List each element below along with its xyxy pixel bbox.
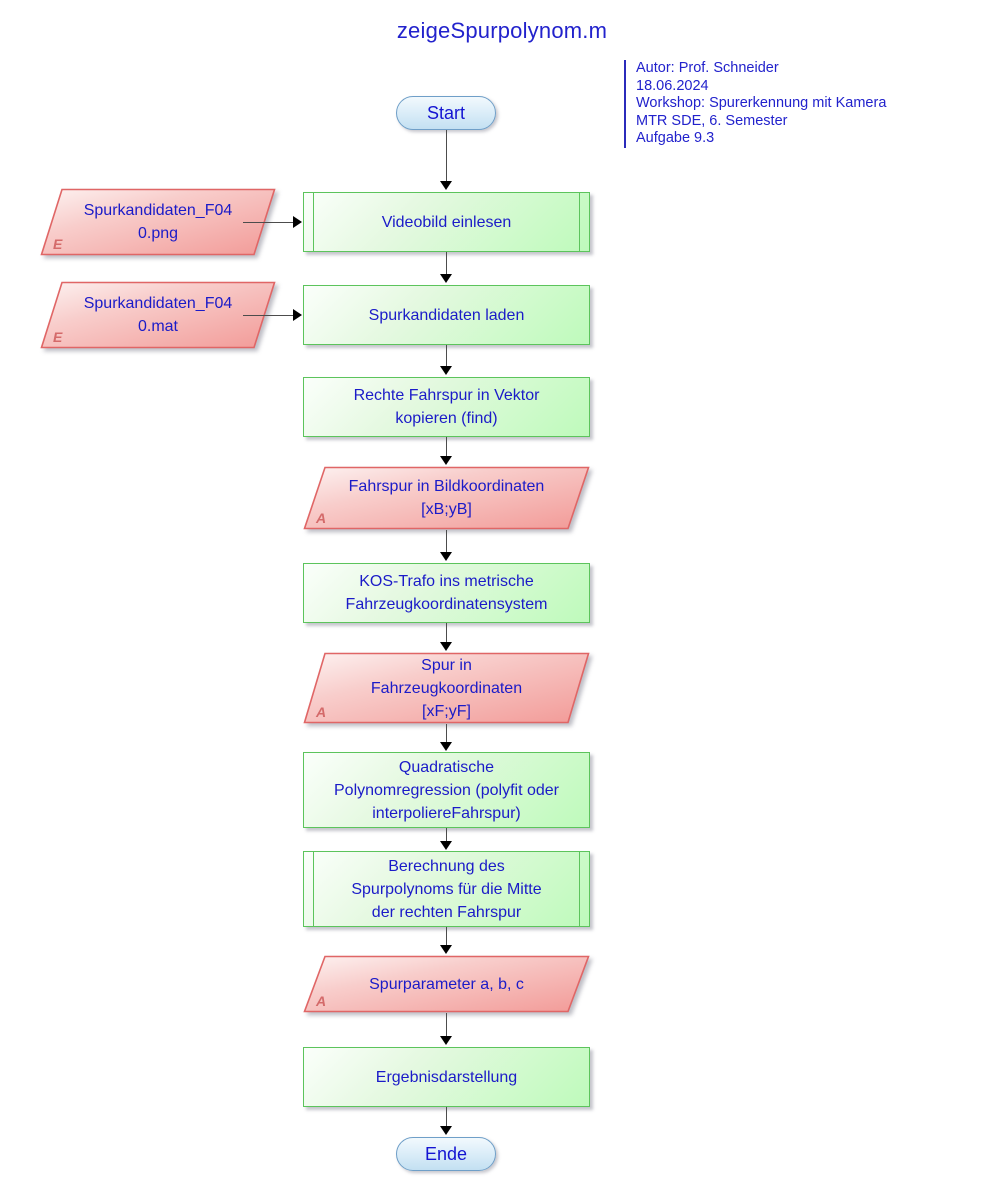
node-fahrspur-bildkoordinaten-label: Fahrspur in Bildkoordinaten [xB;yB] xyxy=(303,466,590,530)
node-polynomregression-line-2: Polynomregression (polyfit oder xyxy=(334,781,559,799)
page-title: zeigeSpurpolynom.m xyxy=(396,18,608,43)
arrow-videobild-to-laden xyxy=(440,274,452,283)
connector-laden-to-rechte xyxy=(446,345,447,369)
arrow-bildkoord-to-kos xyxy=(440,552,452,561)
node-fahrspur-bildkoordinaten[interactable]: Fahrspur in Bildkoordinaten [xB;yB] A xyxy=(303,466,590,530)
node-input-png[interactable]: Spurkandidaten_F04 0.png E xyxy=(40,188,276,256)
node-polynomregression-label: Quadratische Polynomregression (polyfit … xyxy=(334,756,559,825)
node-ende[interactable]: Ende xyxy=(396,1137,496,1171)
node-rechte-fahrspur-line-1: Rechte Fahrspur in Vektor xyxy=(353,387,540,404)
arrow-start-to-videobild xyxy=(440,181,452,190)
arrow-fahrzeugkoord-to-polyreg xyxy=(440,742,452,751)
node-berechnung-spurpolynom-line-2: Spurpolynoms für die Mitte xyxy=(351,880,542,898)
node-fahrspur-bildkoordinaten-marker: A xyxy=(316,510,327,526)
node-ergebnisdarstellung-label: Ergebnisdarstellung xyxy=(375,1068,518,1086)
node-spur-fahrzeugkoordinaten-label: Spur in Fahrzeugkoordinaten [xF;yF] xyxy=(303,652,590,724)
parallelogram-shape xyxy=(40,188,276,256)
arrow-polyreg-to-berechnung xyxy=(440,841,452,850)
node-input-png-label: Spurkandidaten_F04 0.png xyxy=(40,188,276,256)
annotation-note: Autor: Prof. Schneider 18.06.2024 Worksh… xyxy=(624,60,886,148)
arrow-berechnung-to-spurparameter xyxy=(440,945,452,954)
node-input-png-line-2: 0.png xyxy=(137,225,179,242)
node-rechte-fahrspur[interactable]: Rechte Fahrspur in Vektor kopieren (find… xyxy=(303,377,590,437)
node-ergebnisdarstellung[interactable]: Ergebnisdarstellung xyxy=(303,1047,590,1107)
node-spurparameter[interactable]: Spurparameter a, b, c A xyxy=(303,955,590,1013)
node-berechnung-spurpolynom-line-3: der rechten Fahrspur xyxy=(371,903,522,921)
node-kos-trafo-label: KOS-Trafo ins metrische Fahrzeugkoordina… xyxy=(346,570,548,616)
node-polynomregression-line-1: Quadratische xyxy=(398,758,495,776)
connector-kos-to-fahrzeugkoord xyxy=(446,623,447,645)
node-rechte-fahrspur-line-2: kopieren (find) xyxy=(395,410,498,427)
arrow-ergebnis-to-ende xyxy=(440,1126,452,1135)
node-videobild-einlesen[interactable]: Videobild einlesen xyxy=(303,192,590,252)
parallelogram-shape xyxy=(303,652,590,724)
connector-videobild-to-laden xyxy=(446,252,447,276)
arrow-kos-to-fahrzeugkoord xyxy=(440,642,452,651)
node-spur-fahrzeugkoordinaten-line-1: Spur in xyxy=(421,656,472,674)
node-start-label: Start xyxy=(426,102,465,123)
node-input-mat-line-1: Spurkandidaten_F04 xyxy=(83,295,233,312)
node-input-png-line-1: Spurkandidaten_F04 xyxy=(83,202,233,219)
note-line-author: Autor: Prof. Schneider xyxy=(636,60,779,76)
node-spurkandidaten-laden-label: Spurkandidaten laden xyxy=(368,306,525,324)
node-start[interactable]: Start xyxy=(396,96,496,130)
node-spur-fahrzeugkoordinaten[interactable]: Spur in Fahrzeugkoordinaten [xF;yF] A xyxy=(303,652,590,724)
node-fahrspur-bildkoordinaten-line-1: Fahrspur in Bildkoordinaten xyxy=(348,478,545,495)
node-input-mat[interactable]: Spurkandidaten_F04 0.mat E xyxy=(40,281,276,349)
connector-start-to-videobild xyxy=(446,130,447,183)
note-line-course: MTR SDE, 6. Semester xyxy=(636,112,788,129)
node-berechnung-spurpolynom-line-1: Berechnung des xyxy=(388,857,505,875)
connector-spurparameter-to-ergebnis xyxy=(446,1013,447,1037)
note-line-task: Aufgabe 9.3 xyxy=(636,130,715,147)
note-line-date: 18.06.2024 xyxy=(636,77,709,94)
node-videobild-einlesen-label: Videobild einlesen xyxy=(381,213,512,231)
node-input-png-marker: E xyxy=(53,236,63,252)
connector-rechte-to-bildkoord xyxy=(446,437,447,459)
connector-fahrzeugkoord-to-polyreg xyxy=(446,724,447,744)
node-spurparameter-marker: A xyxy=(316,993,327,1009)
node-polynomregression-line-3: interpoliereFahrspur) xyxy=(372,804,521,822)
node-rechte-fahrspur-label: Rechte Fahrspur in Vektor kopieren (find… xyxy=(354,384,540,430)
node-spur-fahrzeugkoordinaten-line-2: Fahrzeugkoordinaten xyxy=(370,679,523,697)
node-berechnung-spurpolynom[interactable]: Berechnung des Spurpolynoms für die Mitt… xyxy=(303,851,590,927)
node-fahrspur-bildkoordinaten-line-2: [xB;yB] xyxy=(421,501,472,518)
node-spurkandidaten-laden[interactable]: Spurkandidaten laden xyxy=(303,285,590,345)
connector-ergebnis-to-ende xyxy=(446,1107,447,1128)
note-line-workshop: Workshop: Spurerkennung mit Kamera xyxy=(636,95,887,112)
arrow-png-to-videobild xyxy=(293,216,302,228)
node-input-mat-marker: E xyxy=(53,329,63,345)
node-input-mat-line-2: 0.mat xyxy=(137,318,178,335)
connector-berechnung-to-spurparameter xyxy=(446,927,447,946)
node-kos-trafo-line-2: Fahrzeugkoordinatensystem xyxy=(345,596,548,613)
arrow-rechte-to-bildkoord xyxy=(440,456,452,465)
connector-mat-to-laden xyxy=(243,315,295,316)
node-spurparameter-label: Spurparameter a, b, c xyxy=(369,975,524,993)
node-kos-trafo[interactable]: KOS-Trafo ins metrische Fahrzeugkoordina… xyxy=(303,563,590,623)
node-kos-trafo-line-1: KOS-Trafo ins metrische xyxy=(359,573,534,590)
arrow-laden-to-rechte xyxy=(440,366,452,375)
node-input-mat-label: Spurkandidaten_F04 0.mat xyxy=(40,281,276,349)
node-berechnung-spurpolynom-label: Berechnung des Spurpolynoms für die Mitt… xyxy=(351,855,541,924)
arrow-spurparameter-to-ergebnis xyxy=(440,1036,452,1045)
node-ende-label: Ende xyxy=(424,1143,468,1164)
arrow-mat-to-laden xyxy=(293,309,302,321)
parallelogram-shape xyxy=(303,955,590,1013)
node-polynomregression[interactable]: Quadratische Polynomregression (polyfit … xyxy=(303,752,590,828)
connector-polyreg-to-berechnung xyxy=(446,828,447,843)
parallelogram-shape xyxy=(40,281,276,349)
connector-bildkoord-to-kos xyxy=(446,530,447,554)
connector-png-to-videobild xyxy=(243,222,295,223)
node-spur-fahrzeugkoordinaten-marker: A xyxy=(316,704,327,720)
parallelogram-shape xyxy=(303,466,590,530)
node-spur-fahrzeugkoordinaten-line-3: [xF;yF] xyxy=(422,702,471,720)
